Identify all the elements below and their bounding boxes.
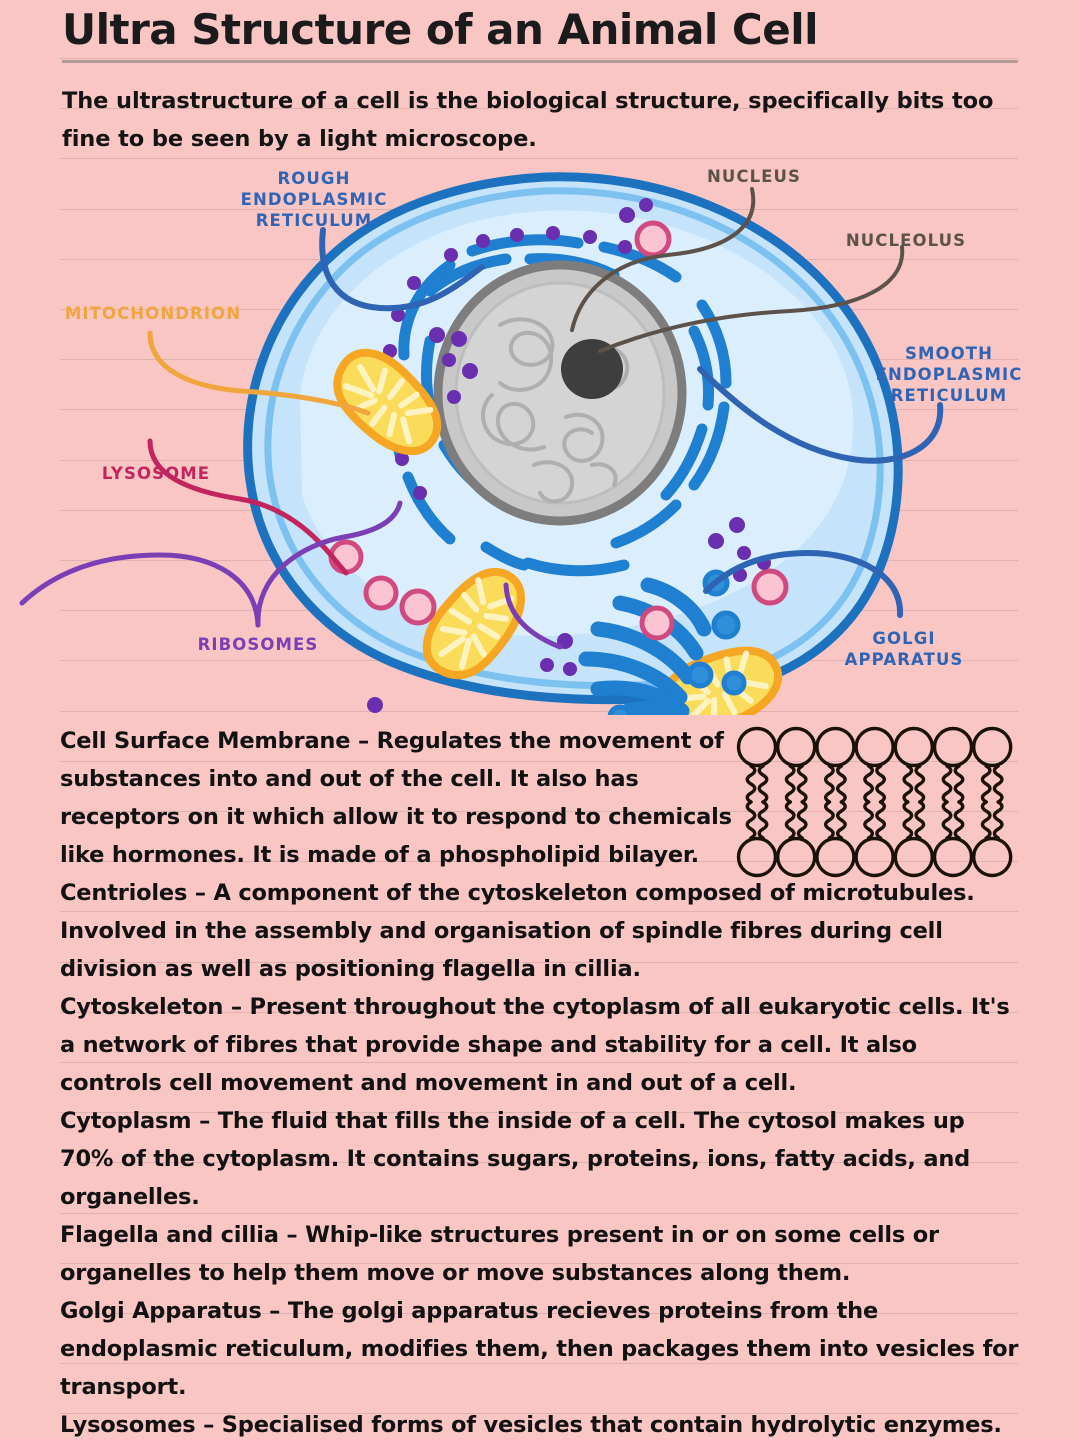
phospholipid-head-top-5 xyxy=(932,726,974,768)
phospholipid-head-bottom-0 xyxy=(736,836,778,878)
leader-mitochondrion xyxy=(147,330,371,416)
phospholipid-bilayer xyxy=(735,726,1017,882)
phospholipid-head-bottom-3 xyxy=(854,836,895,878)
intro-paragraph: The ultrastructure of a cell is the biol… xyxy=(62,88,994,152)
leader-golgi xyxy=(703,549,904,618)
phospholipid-head-top-0 xyxy=(736,726,778,768)
leader-ribosomes-b xyxy=(19,552,261,628)
definitions-list: Cell Surface Membrane – Regulates the mo… xyxy=(60,722,1020,1439)
definition-cell-surface-membrane: Cell Surface Membrane – Regulates the mo… xyxy=(60,728,732,868)
phospholipid-tail-top-a-4 xyxy=(902,764,914,804)
phospholipid-tail-top-b-6 xyxy=(992,764,1004,804)
golgi-apparatus xyxy=(578,577,712,715)
leader-lysosome xyxy=(147,438,349,576)
nucleolus-shape xyxy=(561,339,623,399)
title-underline xyxy=(62,60,1018,63)
definition-flagella-and-cillia: Flagella and cillia – Whip-like structur… xyxy=(60,1222,939,1286)
phospholipid-tail-bottom-a-0 xyxy=(745,800,757,840)
phospholipid-tail-top-a-6 xyxy=(980,764,992,804)
page-header: Ultra Structure of an Animal Cell xyxy=(62,5,1022,63)
phospholipid-tail-bottom-b-3 xyxy=(875,800,887,840)
phospholipid-tail-top-b-4 xyxy=(914,764,926,804)
definition-lysosomes: Lysosomes – Specialised forms of vesicle… xyxy=(60,1412,1002,1438)
phospholipid-head-top-3 xyxy=(854,726,895,768)
leader-nucleus xyxy=(570,187,756,332)
diagram-label-nucleolus: NUCLEOLUS xyxy=(845,231,967,250)
phospholipid-head-bottom-5 xyxy=(932,836,974,878)
phospholipid-tail-top-a-3 xyxy=(863,764,875,804)
phospholipid-tail-bottom-a-4 xyxy=(902,800,914,840)
leader-rough-er xyxy=(319,227,485,312)
leader-ribosomes-a xyxy=(255,500,403,628)
animal-cell-diagram xyxy=(0,155,1080,715)
definition-centrioles: Centrioles – A component of the cytoskel… xyxy=(60,880,975,982)
phospholipid-tail-bottom-b-2 xyxy=(835,800,847,840)
phospholipid-tail-top-a-1 xyxy=(784,764,796,804)
phospholipid-tail-top-b-3 xyxy=(875,764,887,804)
phospholipid-head-bottom-1 xyxy=(776,836,817,878)
chromatin xyxy=(481,317,630,504)
phospholipid-tail-top-b-0 xyxy=(757,764,769,804)
phospholipid-tail-bottom-a-3 xyxy=(863,800,875,840)
phospholipid-tail-bottom-a-1 xyxy=(784,800,796,840)
phospholipid-tail-bottom-b-1 xyxy=(796,800,808,840)
vesicles xyxy=(328,220,789,641)
rule-line xyxy=(60,58,1018,59)
diagram-label-nucleus: NUCLEUS xyxy=(706,167,802,186)
diagram-label-smooth-er: SMOOTH ENDOPLASMIC RETICULUM xyxy=(875,344,1023,405)
phospholipid-tail-top-a-2 xyxy=(823,764,835,804)
phospholipid-tail-bottom-b-0 xyxy=(757,800,769,840)
phospholipid-head-bottom-2 xyxy=(815,836,856,878)
diagram-label-golgi: GOLGI APPARATUS xyxy=(844,629,964,669)
phospholipid-tail-top-a-0 xyxy=(745,764,757,804)
page-title: Ultra Structure of an Animal Cell xyxy=(62,5,819,54)
diagram-label-lysosome: LYSOSOME xyxy=(101,464,211,483)
leader-ribosomes-c xyxy=(503,582,563,650)
phospholipid-tail-bottom-a-6 xyxy=(980,800,992,840)
phospholipid-tail-bottom-b-5 xyxy=(953,800,965,840)
phospholipid-head-top-1 xyxy=(776,726,817,768)
definition-cytoskeleton: Cytoskeleton – Present throughout the cy… xyxy=(60,994,1010,1096)
phospholipid-head-top-4 xyxy=(893,726,935,768)
leader-lines xyxy=(19,187,944,650)
diagram-label-mitochondrion: MITOCHONDRION xyxy=(64,304,242,323)
phospholipid-tail-bottom-a-2 xyxy=(823,800,835,840)
leader-nucleolus xyxy=(598,245,905,353)
phospholipid-tail-top-b-1 xyxy=(796,764,808,804)
nucleus xyxy=(433,260,687,526)
definition-golgi-apparatus: Golgi Apparatus – The golgi apparatus re… xyxy=(60,1298,1019,1400)
phospholipid-tail-bottom-b-4 xyxy=(914,800,926,840)
diagram-label-rough-er: ROUGH ENDOPLASMIC RETICULUM xyxy=(240,169,388,230)
phospholipid-tail-top-a-5 xyxy=(941,764,953,804)
diagram-label-ribosomes: RIBOSOMES xyxy=(197,635,319,654)
phospholipid-head-top-2 xyxy=(815,726,856,768)
definition-cytoplasm: Cytoplasm – The fluid that fills the ins… xyxy=(60,1108,971,1210)
phospholipid-tail-top-b-2 xyxy=(835,764,847,804)
phospholipid-tail-bottom-b-6 xyxy=(992,800,1004,840)
phospholipid-head-bottom-6 xyxy=(972,836,1013,878)
leader-smooth-er xyxy=(697,366,944,464)
phospholipid-tail-bottom-a-5 xyxy=(941,800,953,840)
phospholipid-head-bottom-4 xyxy=(893,836,935,878)
phospholipid-head-top-6 xyxy=(972,726,1013,768)
phospholipid-tail-top-b-5 xyxy=(953,764,965,804)
